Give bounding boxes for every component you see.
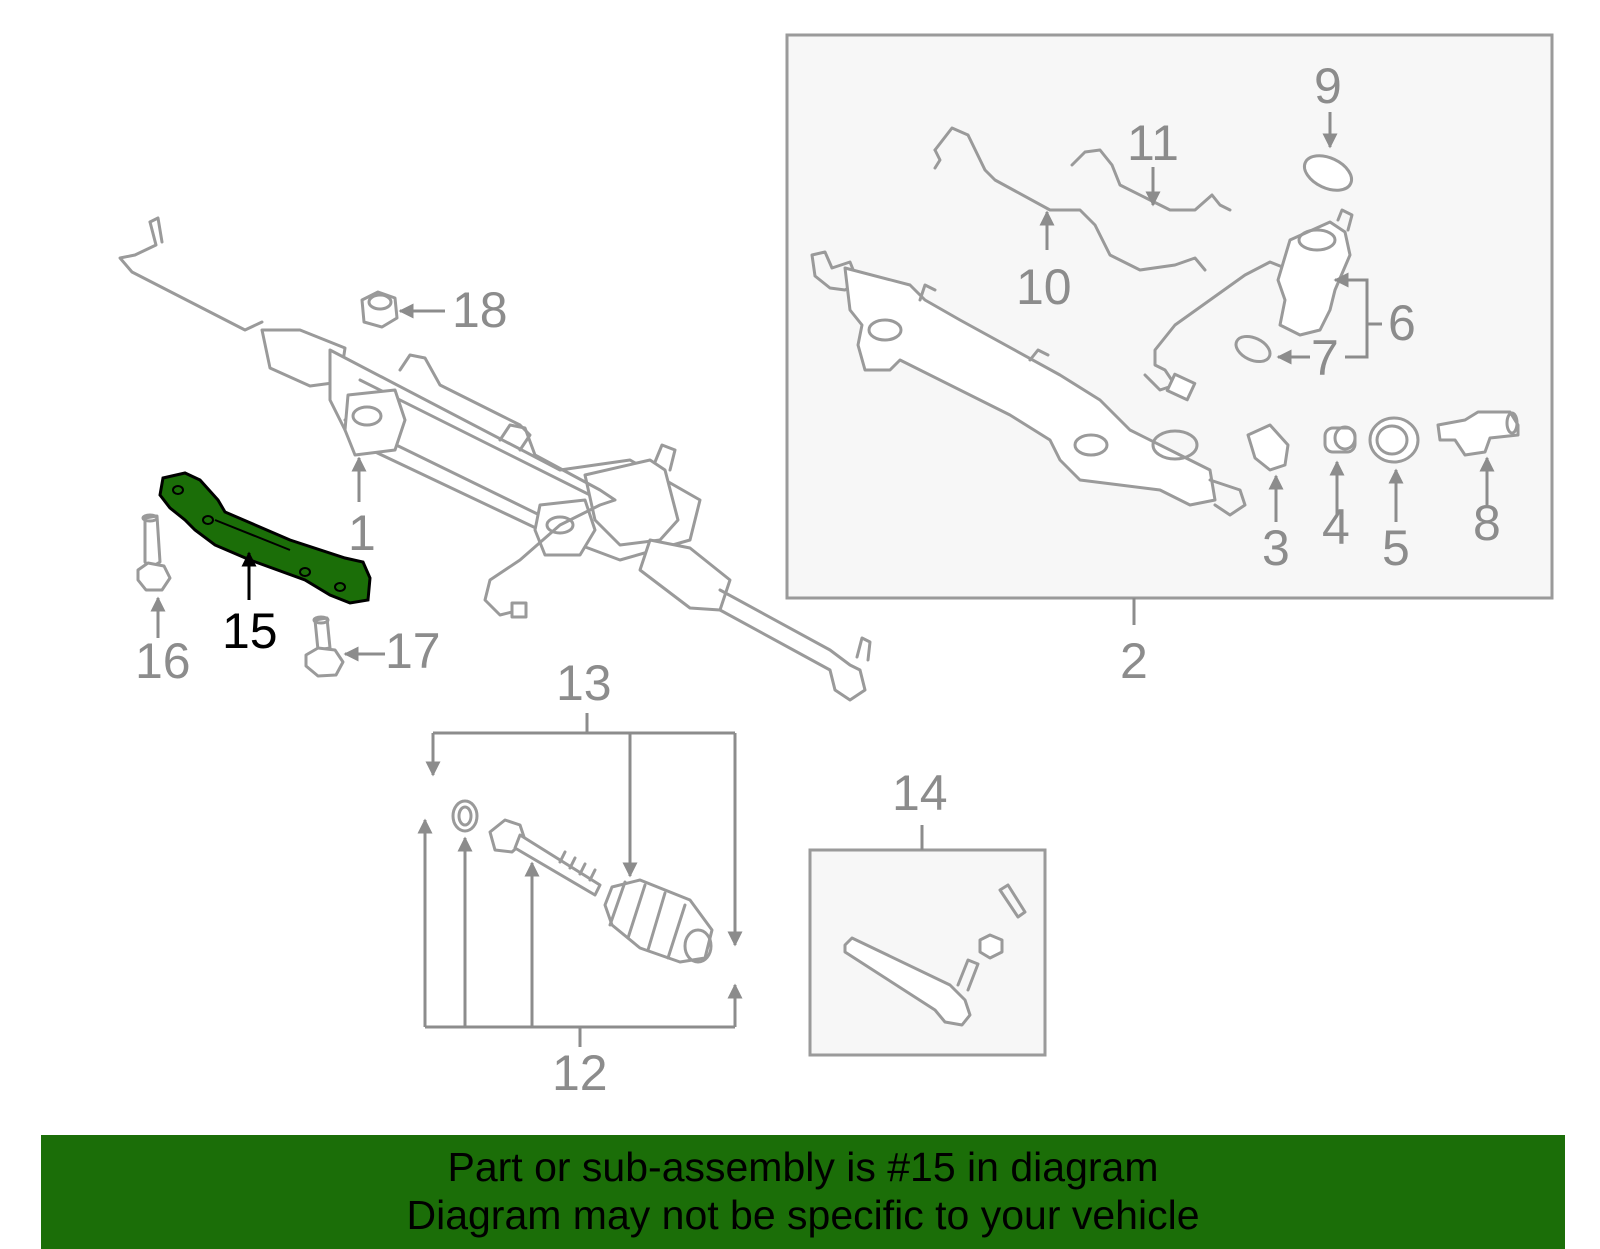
bushing-3 bbox=[1246, 423, 1290, 472]
cap-9 bbox=[1302, 154, 1354, 192]
bracket-part-15 bbox=[158, 471, 372, 605]
callout-1: 1 bbox=[348, 505, 376, 561]
callout-7: 7 bbox=[1311, 330, 1339, 386]
seal-5 bbox=[1368, 416, 1420, 464]
ring-part bbox=[451, 799, 479, 833]
callout-18: 18 bbox=[452, 282, 508, 338]
callout-3: 3 bbox=[1262, 520, 1290, 576]
callout-8: 8 bbox=[1473, 495, 1501, 551]
o-ring-7 bbox=[1234, 334, 1272, 364]
parts-diagram: 1 2 3 4 5 6 7 8 9 10 11 12 13 14 15 16 1… bbox=[118, 33, 1554, 1101]
bolt-17 bbox=[304, 615, 345, 678]
callout-12: 12 bbox=[552, 1045, 608, 1101]
callout-13: 13 bbox=[556, 655, 612, 711]
inner-tie-rod-group bbox=[451, 799, 714, 964]
callout-4: 4 bbox=[1322, 499, 1350, 555]
notice-banner: Part or sub-assembly is #15 in diagram D… bbox=[41, 1135, 1565, 1249]
tie-rod-end-14 bbox=[843, 883, 1027, 1027]
bolt-16 bbox=[136, 513, 172, 592]
callout-10: 10 bbox=[1016, 259, 1072, 315]
banner-line-1: Part or sub-assembly is #15 in diagram bbox=[447, 1144, 1159, 1190]
leader-6 bbox=[1333, 272, 1382, 326]
steering-rack-assembly bbox=[118, 216, 872, 702]
banner-line-2: Diagram may not be specific to your vehi… bbox=[406, 1192, 1200, 1238]
nut-18 bbox=[360, 290, 399, 329]
leader-12 bbox=[425, 1025, 735, 1047]
callout-6: 6 bbox=[1388, 295, 1416, 351]
callout-16: 16 bbox=[135, 633, 191, 689]
callout-14: 14 bbox=[892, 765, 948, 821]
callout-2: 2 bbox=[1120, 633, 1148, 689]
callout-11: 11 bbox=[1127, 115, 1179, 171]
valve-8 bbox=[1436, 410, 1520, 457]
pipe-10 bbox=[933, 126, 1207, 272]
callout-17: 17 bbox=[385, 623, 441, 679]
bushing-4 bbox=[1323, 425, 1357, 454]
rack-housing-box2 bbox=[810, 250, 1247, 517]
leader-13 bbox=[433, 713, 735, 735]
callout-5: 5 bbox=[1382, 520, 1410, 576]
valve-assembly-6 bbox=[1143, 208, 1354, 402]
callout-15-highlighted: 15 bbox=[222, 603, 278, 659]
callout-9: 9 bbox=[1314, 58, 1342, 114]
